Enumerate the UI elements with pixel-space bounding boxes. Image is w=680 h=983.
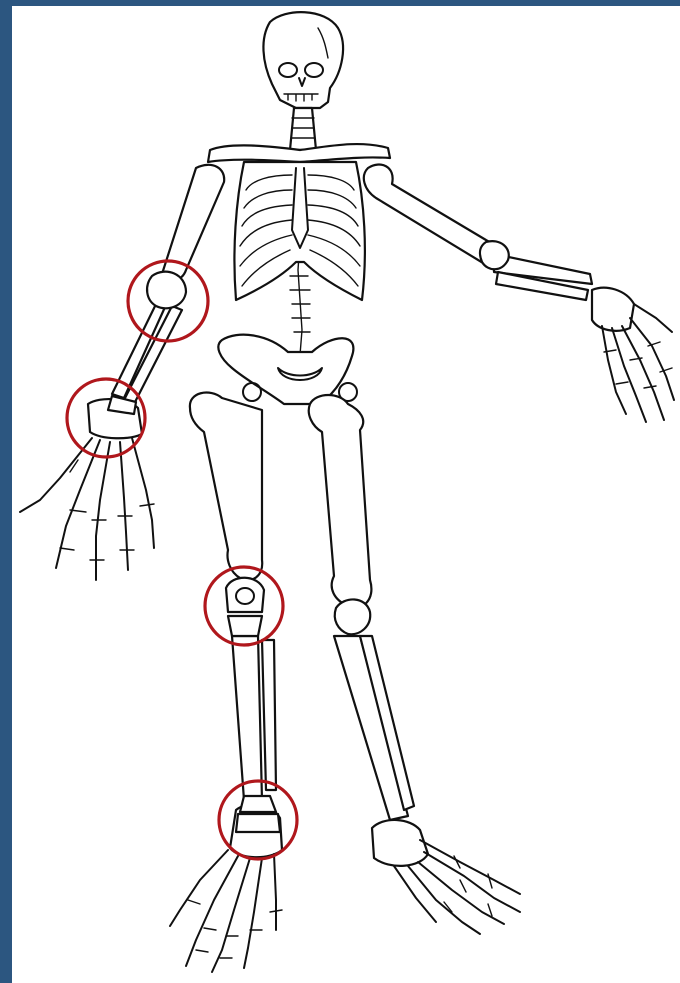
left-leg: [309, 395, 414, 820]
right-hand: [20, 399, 154, 580]
knee-joint: [226, 578, 264, 636]
skull: [263, 12, 343, 108]
right-arm: [112, 165, 224, 404]
left-foot: [372, 820, 520, 934]
left-arm: [364, 165, 592, 300]
rib-cage: [234, 162, 364, 300]
pelvis: [218, 335, 357, 404]
diagram-canvas: [12, 6, 680, 983]
ankle-joint: [236, 796, 280, 832]
left-hand: [592, 288, 674, 422]
skeleton-diagram: [12, 6, 680, 983]
